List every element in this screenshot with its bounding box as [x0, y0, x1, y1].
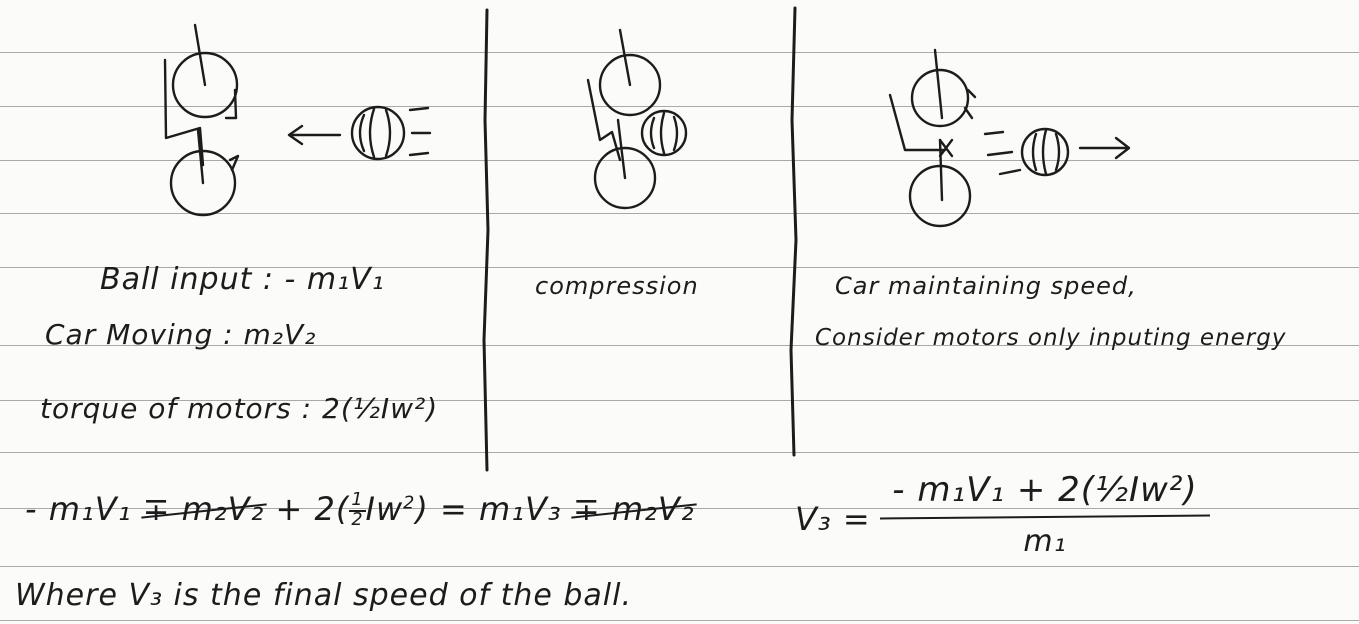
equation-v3-fraction: - m₁V₁ + 2(½Iw²) m₁ [880, 470, 1210, 559]
panel2-compression-label: compression [535, 272, 699, 300]
eq1-left: - m₁V₁ [25, 490, 131, 528]
car-moving-label: Car Moving [45, 318, 213, 351]
car-moving-value: m₂V₂ [244, 318, 317, 351]
car-maintaining-speed-sketch [890, 50, 975, 226]
ball-moving-sketch [985, 129, 1068, 175]
left-arrow-sketch [289, 126, 340, 144]
torque-label: torque of motors [40, 392, 292, 425]
panel-divider [791, 8, 796, 455]
torque-value: 2(½Iw²) [322, 392, 438, 425]
colon: : [213, 318, 243, 351]
panel1-line-ball-input: Ball input : - m₁V₁ [100, 262, 385, 297]
eq1-struck-term: ∓ m₂V₂ [143, 490, 265, 528]
panel3-line-1: Car maintaining speed, [835, 272, 1137, 300]
equation-v3-lhs: V₃ = [795, 500, 871, 538]
panel3-line-2: Consider motors only inputing energy [815, 325, 1286, 351]
eq1-struck-term-2: ∓ m₂V₂ [573, 490, 695, 528]
eq1-mid: + 2 [275, 490, 335, 528]
panel1-line-car-moving: Car Moving : m₂V₂ [45, 318, 316, 351]
ball-input-value: - m₁V₁ [285, 262, 385, 297]
right-arrow-sketch [1080, 138, 1129, 158]
compression-sketch [588, 30, 686, 208]
car-with-wheels-sketch [165, 25, 238, 215]
colon: : [292, 392, 322, 425]
colon: : [252, 262, 284, 297]
ball-sketch [352, 107, 430, 159]
v3-denominator: m₁ [880, 524, 1210, 559]
footer-note: Where V₃ is the final speed of the ball. [15, 578, 632, 613]
v3-numerator: - m₁V₁ + 2(½Iw²) [880, 470, 1210, 516]
ball-input-label: Ball input [100, 262, 252, 297]
eq1-equals: = m₁V₃ [440, 490, 562, 528]
panel1-line-torque: torque of motors : 2(½Iw²) [40, 392, 438, 425]
panel-divider [484, 10, 488, 470]
